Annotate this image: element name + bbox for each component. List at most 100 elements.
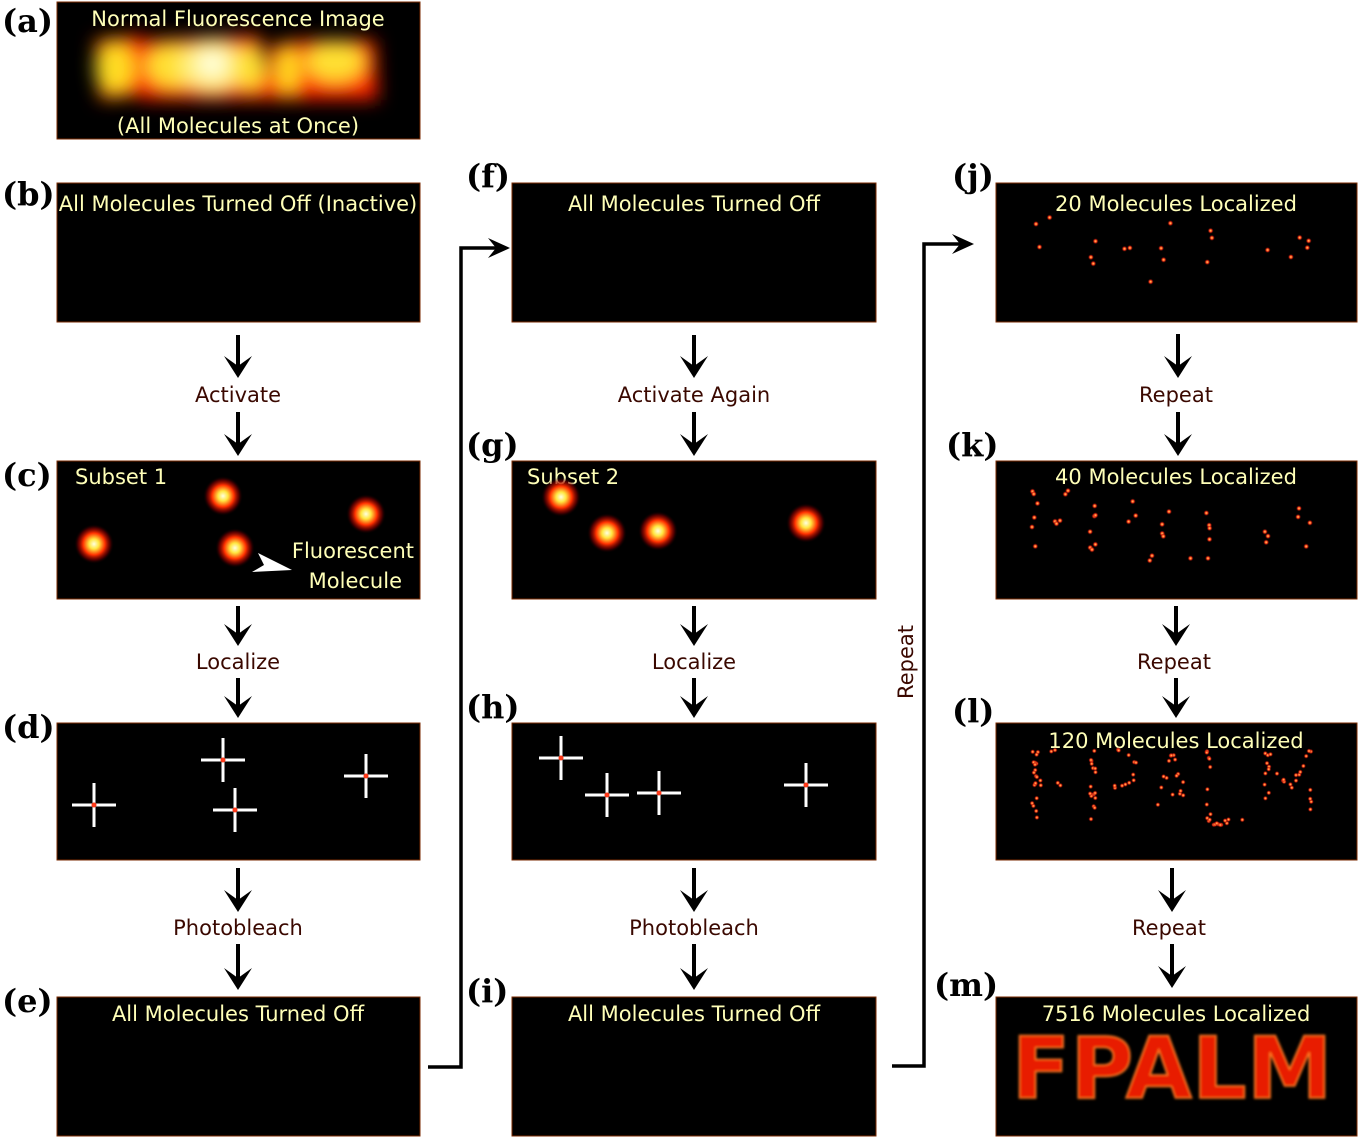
localized-dot bbox=[1036, 244, 1043, 250]
localized-dot bbox=[1262, 782, 1268, 788]
molecule-glow bbox=[215, 528, 255, 568]
panel-m-title: 7516 Molecules Localized bbox=[1042, 1002, 1311, 1026]
arrow-col2-photobleach: Photobleach bbox=[629, 868, 759, 990]
molecule-glow bbox=[74, 524, 114, 564]
localized-dot bbox=[1289, 785, 1295, 791]
localized-dot bbox=[1295, 513, 1302, 520]
loop-repeat-label: Repeat bbox=[894, 625, 918, 699]
panel-d: (d) bbox=[2, 708, 421, 861]
localized-dot bbox=[1149, 552, 1155, 559]
localized-dot bbox=[1033, 808, 1039, 814]
localized-dot bbox=[1031, 514, 1038, 521]
panel-c-title: Subset 1 bbox=[75, 465, 167, 489]
connector-e-to-f bbox=[428, 238, 510, 1069]
localized-dot bbox=[1053, 520, 1060, 527]
localized-dot bbox=[1206, 756, 1212, 762]
localized-dot bbox=[1034, 752, 1040, 758]
panel-h: (h) bbox=[466, 688, 877, 861]
panel-a: (a) Normal Fluorescence Image (All Molec… bbox=[2, 1, 421, 140]
localized-dot bbox=[1089, 761, 1095, 767]
localized-dot bbox=[1125, 518, 1132, 525]
localized-dot bbox=[1092, 790, 1098, 796]
crosshair-marker bbox=[784, 763, 828, 807]
panel-i: (i) All Molecules Turned Off bbox=[466, 972, 877, 1137]
localized-dot bbox=[1261, 528, 1268, 535]
panel-j: (j) 20 Molecules Localized bbox=[952, 157, 1358, 323]
localized-dot bbox=[1307, 806, 1313, 813]
step-photobleach-2: Photobleach bbox=[629, 916, 759, 940]
localized-dot bbox=[1092, 238, 1099, 245]
panel-k: (k) 40 Molecules Localized bbox=[946, 426, 1358, 600]
step-photobleach: Photobleach bbox=[173, 916, 303, 940]
panel-label-g: (g) bbox=[466, 426, 519, 464]
localized-dot bbox=[1303, 753, 1309, 759]
localized-dot bbox=[1263, 539, 1270, 546]
localized-dot bbox=[1146, 557, 1153, 564]
localized-dot bbox=[1172, 757, 1178, 763]
localized-dot bbox=[1147, 278, 1154, 285]
step-repeat-3: Repeat bbox=[1132, 916, 1206, 940]
panel-label-d: (d) bbox=[2, 708, 55, 746]
panel-label-h: (h) bbox=[466, 688, 520, 726]
localized-dot bbox=[1088, 816, 1094, 822]
molecule-glow bbox=[203, 476, 243, 516]
localized-dots bbox=[1029, 747, 1314, 828]
localized-dot bbox=[1034, 795, 1040, 801]
localized-dot bbox=[1030, 749, 1036, 755]
localized-dot bbox=[1121, 245, 1128, 252]
localized-dot bbox=[1239, 817, 1245, 823]
localized-dot bbox=[1303, 543, 1310, 550]
localized-dot bbox=[1262, 770, 1268, 777]
localized-dot bbox=[1034, 500, 1041, 507]
panel-label-i: (i) bbox=[466, 972, 508, 1010]
panel-g: (g) Subset 2 bbox=[466, 426, 877, 600]
panel-l-title: 120 Molecules Localized bbox=[1048, 729, 1303, 753]
fpalm-reconstructed-text: FPALM bbox=[1012, 1019, 1333, 1119]
panel-label-a: (a) bbox=[2, 2, 53, 40]
molecule-glow bbox=[638, 511, 678, 551]
localized-dot bbox=[1158, 245, 1165, 252]
localized-dots bbox=[1033, 214, 1312, 285]
arrow-col3-repeat-2: Repeat bbox=[1137, 606, 1211, 718]
localized-dot bbox=[1029, 800, 1035, 806]
localized-dot bbox=[1293, 778, 1299, 784]
localized-dot bbox=[1170, 792, 1176, 798]
localized-dot bbox=[1046, 214, 1053, 221]
localized-dot bbox=[1306, 519, 1313, 526]
localized-dot bbox=[1126, 752, 1132, 758]
localized-dot bbox=[1204, 259, 1211, 266]
annotation-molecule: Molecule bbox=[309, 569, 402, 593]
localized-dot bbox=[1206, 525, 1213, 532]
molecule-glow bbox=[786, 503, 826, 543]
localized-dot bbox=[1092, 795, 1098, 801]
localized-dot bbox=[1029, 524, 1035, 530]
arrow-col1-localize: Localize bbox=[196, 606, 280, 718]
panel-a-title: Normal Fluorescence Image bbox=[91, 7, 384, 31]
localized-dot bbox=[1091, 502, 1098, 509]
localized-dot bbox=[1166, 508, 1172, 515]
molecule-glow bbox=[346, 494, 386, 534]
localized-dot bbox=[1262, 795, 1268, 801]
panel-l: (l) 120 Molecules Localized bbox=[952, 692, 1358, 861]
localized-dot bbox=[1032, 762, 1038, 768]
panel-j-title: 20 Molecules Localized bbox=[1055, 192, 1297, 216]
localized-dot bbox=[1205, 555, 1211, 562]
localized-dot bbox=[1266, 766, 1272, 772]
localized-dot bbox=[1038, 782, 1044, 788]
localized-dot bbox=[1126, 780, 1132, 786]
localized-dot bbox=[1087, 791, 1093, 797]
localized-dot bbox=[1087, 254, 1094, 261]
molecule-glow bbox=[587, 513, 627, 553]
panel-label-b: (b) bbox=[2, 175, 55, 213]
panel-label-c: (c) bbox=[2, 456, 52, 494]
localized-dot bbox=[1307, 796, 1313, 802]
localized-dot bbox=[1155, 802, 1161, 808]
localized-dot bbox=[1207, 817, 1213, 823]
localized-dot bbox=[1287, 254, 1294, 260]
localized-dot bbox=[1030, 491, 1037, 497]
localized-dot bbox=[1207, 811, 1214, 817]
arrow-col3-repeat-1: Repeat bbox=[1139, 334, 1213, 456]
localized-dot bbox=[1161, 773, 1167, 780]
panel-i-title: All Molecules Turned Off bbox=[568, 1002, 821, 1026]
localized-dot bbox=[1267, 751, 1274, 757]
